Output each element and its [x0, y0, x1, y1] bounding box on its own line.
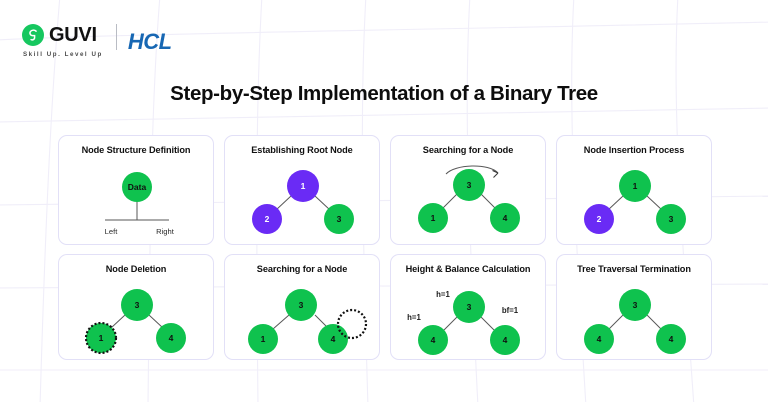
right-label: Right: [156, 227, 175, 236]
figure-height-balance: h=1 bf=1 h=1 3 4 4: [391, 279, 545, 359]
node-right-label: 4: [669, 334, 674, 344]
guvi-wordmark: GUVI: [49, 24, 97, 46]
page-title: Step-by-Step Implementation of a Binary …: [170, 82, 598, 105]
node-right-label: 4: [503, 213, 508, 223]
card-height-balance-calculation: Height & Balance Calculation h=1 bf=1 h=…: [390, 254, 546, 360]
card-searching-for-a-node-top: Searching for a Node 3 1 4: [390, 135, 546, 245]
node-left-label: 1: [431, 213, 436, 223]
steps-grid: Node Structure Definition Data Left Righ…: [58, 135, 713, 360]
figure-node-structure: Data Left Right: [59, 160, 213, 244]
card-title: Node Structure Definition: [81, 145, 191, 155]
card-node-deletion: Node Deletion 3 1 4: [58, 254, 214, 360]
annotation-left-height: h=1: [407, 313, 421, 322]
card-title: Node Deletion: [105, 264, 167, 274]
card-title: Searching for a Node: [256, 264, 348, 274]
node-left: [584, 204, 614, 234]
node-right: [490, 203, 520, 233]
node-left-label: 1: [261, 334, 266, 344]
node-root: [121, 289, 153, 321]
logo-divider: [115, 24, 117, 50]
figure-searching-top: 3 1 4: [391, 160, 545, 244]
guvi-tagline: Skill Up. Level Up: [23, 51, 103, 58]
node-root: [619, 289, 651, 321]
node-data-label: Data: [128, 182, 147, 192]
node-left: [418, 203, 448, 233]
node-left-label: 4: [597, 334, 602, 344]
node-root-label: 3: [299, 300, 304, 310]
annotation-balance-factor: bf=1: [502, 306, 519, 315]
guvi-logo: GUVI Skill Up. Level Up: [22, 24, 103, 58]
card-title: Node Insertion Process: [583, 145, 685, 155]
node-left: [584, 324, 614, 354]
node-left-label: 4: [431, 335, 436, 345]
brand-logo-bar: GUVI Skill Up. Level Up HCL: [22, 24, 172, 58]
node-left-label: 2: [597, 214, 602, 224]
node-root-label: 3: [467, 180, 472, 190]
left-label: Left: [105, 227, 119, 236]
figure-establishing-root-node: 1 2 3: [225, 160, 379, 244]
card-tree-traversal-termination: Tree Traversal Termination 3 4 4: [556, 254, 712, 360]
annotation-root-height: h=1: [436, 290, 450, 299]
card-node-structure-definition: Node Structure Definition Data Left Righ…: [58, 135, 214, 245]
node-left: [418, 325, 448, 355]
figure-tree-traversal-termination: 3 4 4: [557, 279, 711, 359]
card-node-insertion-process: Node Insertion Process 1 2 3: [556, 135, 712, 245]
node-left-label: 1: [99, 333, 104, 343]
node-root-label: 3: [633, 300, 638, 310]
figure-searching-bottom: 3 1 4: [225, 279, 379, 359]
node-right-label: 4: [331, 334, 336, 344]
node-root-label: 3: [467, 302, 472, 312]
node-left-label: 2: [265, 214, 270, 224]
node-right-label: 4: [169, 333, 174, 343]
node-right: [324, 204, 354, 234]
guvi-mark-icon: [22, 24, 44, 46]
node-root-label: 1: [633, 181, 638, 191]
figure-node-deletion: 3 1 4: [59, 279, 213, 359]
card-title: Tree Traversal Termination: [577, 264, 691, 274]
node-left-deletion-marker-icon: [84, 321, 118, 355]
card-establishing-root-node: Establishing Root Node 1 2 3: [224, 135, 380, 245]
node-left: [86, 323, 116, 353]
card-title: Searching for a Node: [422, 145, 514, 155]
figure-node-insertion: 1 2 3: [557, 160, 711, 244]
card-title: Height & Balance Calculation: [405, 264, 531, 274]
node-right-label: 3: [669, 214, 674, 224]
node-root: [619, 170, 651, 202]
node-left: [248, 324, 278, 354]
node-right: [318, 324, 348, 354]
node-right: [156, 323, 186, 353]
node-root-label: 1: [301, 181, 306, 191]
card-title: Establishing Root Node: [251, 145, 353, 155]
node-root-label: 3: [135, 300, 140, 310]
node-right: [490, 325, 520, 355]
node-right-label: 3: [337, 214, 342, 224]
ghost-node-icon: [336, 308, 368, 340]
node-right-label: 4: [503, 335, 508, 345]
hcl-wordmark: HCL: [127, 28, 172, 54]
node-data: [122, 172, 152, 202]
node-root: [285, 289, 317, 321]
node-root: [287, 170, 319, 202]
arrowhead-icon: [492, 169, 499, 178]
card-searching-for-a-node-bottom: Searching for a Node 3 1 4: [224, 254, 380, 360]
